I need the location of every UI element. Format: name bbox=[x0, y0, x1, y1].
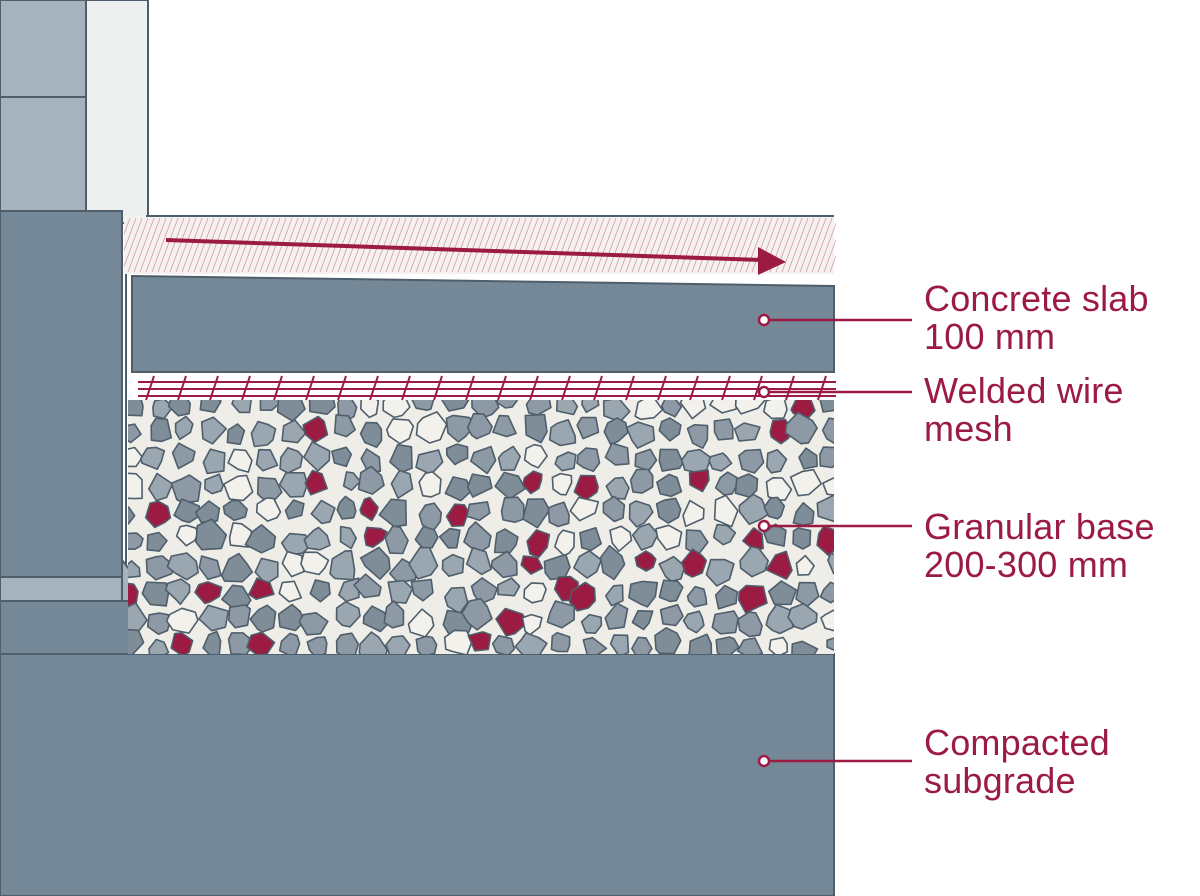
label-concrete-slab-line-2: 100 mm bbox=[924, 316, 1056, 357]
label-compacted-subgrade-line-2: subgrade bbox=[924, 760, 1076, 801]
label-granular-base-line-1: Granular base bbox=[924, 506, 1155, 547]
label-compacted-subgrade: Compacted subgrade bbox=[924, 724, 1110, 800]
leader-lines bbox=[757, 313, 912, 768]
wall-trim bbox=[85, 0, 149, 224]
leader-dot-base bbox=[757, 519, 771, 533]
surface-finish-layer bbox=[124, 216, 834, 274]
compacted-subgrade-layer bbox=[0, 653, 835, 896]
welded-wire-mesh bbox=[138, 375, 836, 401]
label-concrete-slab: Concrete slab 100 mm bbox=[924, 280, 1149, 356]
slope-arrow-head bbox=[758, 247, 786, 275]
slope-arrow bbox=[165, 238, 786, 275]
concrete-slab-layer bbox=[131, 274, 835, 373]
label-welded-wire-mesh-line-2: mesh bbox=[924, 408, 1013, 449]
leader-dot-mesh bbox=[757, 385, 771, 399]
label-granular-base-line-2: 200-300 mm bbox=[924, 544, 1129, 585]
wall-stem bbox=[0, 210, 123, 578]
surface-hatch bbox=[124, 217, 836, 273]
label-compacted-subgrade-line-1: Compacted bbox=[924, 722, 1110, 763]
granular-base-stones bbox=[128, 400, 834, 654]
wall-upper-block bbox=[0, 0, 87, 98]
leader-dot-subgrade bbox=[757, 754, 771, 768]
leader-dot-slab bbox=[757, 313, 771, 327]
label-welded-wire-mesh-line-1: Welded wire bbox=[924, 370, 1124, 411]
wall-middle-block bbox=[0, 96, 87, 212]
slope-arrow-shaft bbox=[165, 238, 763, 262]
label-welded-wire-mesh: Welded wire mesh bbox=[924, 372, 1124, 448]
label-granular-base: Granular base 200-300 mm bbox=[924, 508, 1155, 584]
label-concrete-slab-line-1: Concrete slab bbox=[924, 278, 1149, 319]
